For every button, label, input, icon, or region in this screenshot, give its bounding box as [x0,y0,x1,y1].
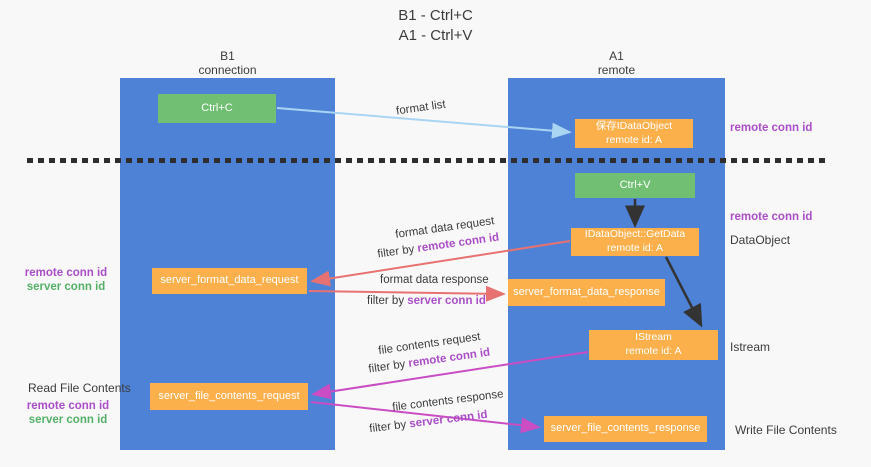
title-line-2: A1 - Ctrl+V [398,26,473,44]
server-conn-id-label-left-1: server conn id [26,281,106,294]
ctrl-c-label: Ctrl+C [201,101,233,114]
server-conn-id-highlight: server conn id [407,295,486,307]
server-conn-id-label-left-2: server conn id [28,414,108,427]
save-idataobject-line1: 保存IDataObject [595,119,673,132]
server-format-data-response-label: server_format_data_response [513,285,660,298]
format-list-annotation: format list [395,98,447,118]
arrow-format-data-response [308,285,506,302]
filter-by-server-conn-id-annotation-2: filter by server conn id [369,409,488,435]
server-format-data-request-label: server_format_data_request [160,274,299,287]
getdata-line1: IDataObject::GetData [584,228,686,241]
ctrl-v-label: Ctrl+V [619,178,651,191]
istream-line2: remote id: A [625,345,682,357]
getdata-line2: remote id: A [606,242,664,254]
remote-conn-id-label-top-right: remote conn id [730,122,813,134]
istream-line1: IStream [635,331,672,344]
lane-a1-name: A1 [609,49,624,63]
phase-separator-dashed-line [27,158,830,163]
filter-by-server-conn-id-annotation-1: filter by server conn id [367,295,486,307]
lane-header-b1: B1 connection [120,49,335,78]
read-file-contents-label: Read File Contents [28,381,131,395]
server-conn-id-highlight: server conn id [408,408,489,431]
save-idataobject-box: 保存IDataObject remote id: A [575,119,693,148]
diagram-title: B1 - Ctrl+C A1 - Ctrl+V [0,6,871,45]
lane-a1-role: remote [597,62,636,77]
filter-by-text: filter by [368,418,411,436]
file-contents-response-annotation: file contents response [391,388,505,414]
conn-id-pair-file: remote conn id server conn id [18,399,118,428]
remote-conn-id-label-left-1: remote conn id [24,267,108,279]
idataobject-getdata-box: IDataObject::GetData remote id: A [571,228,699,256]
filter-by-text: filter by [367,295,408,307]
save-idataobject-line2: remote id: A [605,133,663,146]
filter-by-text: filter by [376,242,419,261]
lane-b1-name: B1 [220,49,235,63]
server-file-contents-request-box: server_file_contents_request [150,383,308,410]
server-format-data-request-box: server_format_data_request [152,268,307,294]
server-file-contents-request-label: server_file_contents_request [158,389,300,402]
remote-conn-id-label-left-2: remote conn id [26,400,110,412]
ctrl-c-key-box: Ctrl+C [158,94,276,123]
lane-b1-role: connection [198,62,257,77]
istream-side-label: Istream [730,340,771,354]
conn-id-pair-format: remote conn id server conn id [16,266,116,295]
server-format-data-response-box: server_format_data_response [508,279,665,306]
server-file-contents-response-box: server_file_contents_response [544,416,707,442]
title-line-1: B1 - Ctrl+C [398,7,473,24]
server-file-contents-response-label: server_file_contents_response [550,422,701,435]
lane-header-a1: A1 remote [508,49,725,78]
format-data-response-annotation: format data response [380,274,489,286]
remote-conn-id-label-right: remote conn id [730,211,813,223]
dataobject-label: DataObject [730,233,791,247]
filter-by-text: filter by [367,357,410,376]
write-file-contents-label: Write File Contents [735,423,837,437]
ctrl-v-key-box: Ctrl+V [575,173,695,198]
istream-box: IStream remote id: A [589,330,718,360]
